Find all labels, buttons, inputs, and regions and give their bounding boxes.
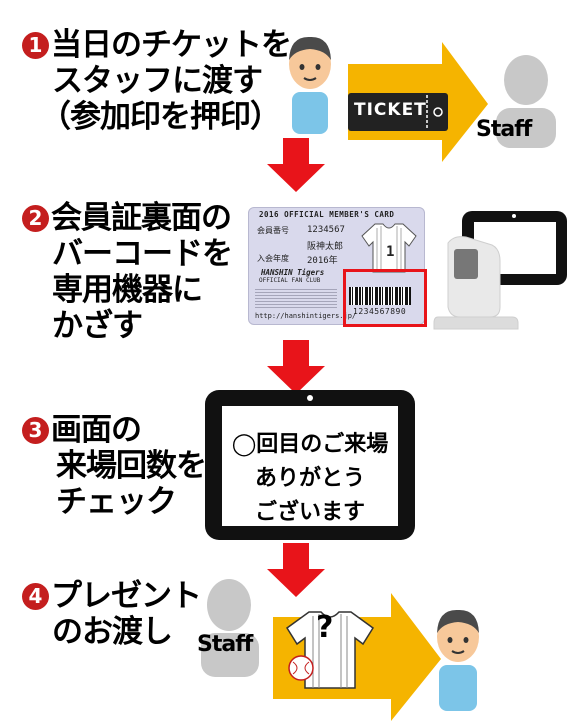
barcode-icon — [349, 287, 411, 305]
card-name: 阪神太郎 — [307, 242, 344, 252]
step-2-badge: 2 — [22, 204, 49, 232]
step-1-line-2: スタッフに渡す — [52, 63, 263, 99]
down-arrow-3 — [267, 543, 325, 597]
tablet-message: ◯回目のご来場 ありがとう ございます — [222, 428, 398, 530]
barcode-number: 1234567890 — [353, 307, 407, 316]
gift-question-mark: ? — [316, 610, 334, 645]
step-3-badge: 3 — [22, 416, 49, 444]
step-2-line-4: かざす — [52, 308, 143, 344]
step-1-badge: 1 — [22, 31, 49, 59]
staff-person-icon-2 — [201, 579, 259, 677]
step-2-line-2: バーコードを — [52, 236, 233, 272]
step-4-badge: 4 — [22, 582, 49, 610]
card-fine-print — [255, 289, 337, 309]
tablet-camera-icon — [307, 395, 313, 401]
visitor-person-icon-2 — [437, 609, 479, 711]
step-1-line-1: 当日のチケットを — [51, 27, 292, 63]
step-3-line-2: 来場回数を — [56, 448, 207, 484]
staff-label-top: Staff — [476, 117, 532, 142]
barcode-scanner-icon — [433, 211, 567, 330]
tablet-line-3: ございます — [254, 500, 365, 525]
member-card: 2016 OFFICIAL MEMBER'S CARD 会員番号 1234567… — [248, 207, 425, 325]
card-header: 2016 OFFICIAL MEMBER'S CARD — [259, 210, 395, 219]
tablet-device — [205, 390, 415, 540]
card-brand-line-2: OFFICIAL FAN CLUB — [259, 277, 321, 284]
step-4-line-1: プレゼント — [51, 578, 202, 614]
visitor-person-icon — [289, 36, 331, 134]
staff-person-icon — [496, 55, 556, 148]
tablet-screen — [222, 406, 398, 526]
step-4-line-2: のお渡し — [52, 614, 173, 650]
jersey-icon — [361, 223, 417, 273]
card-url: http://hanshintigers.jp/ — [255, 312, 357, 320]
step-3-line-1: 画面の — [51, 412, 142, 448]
ticket-icon — [348, 93, 448, 131]
jersey-number: 1 — [386, 244, 395, 260]
step-2-line-1: 会員証裏面の — [51, 200, 232, 236]
barcode-highlight-box — [343, 269, 427, 327]
card-join-year: 2016年 — [307, 256, 338, 266]
gift-jersey-icon — [285, 611, 375, 689]
card-join-label: 入会年度 — [257, 254, 289, 263]
card-member-no-label: 会員番号 — [257, 226, 289, 235]
card-brand-line-1: HANSHIN Tigers — [261, 268, 325, 277]
tablet-line-1: ◯回目のご来場 — [231, 432, 389, 457]
card-member-no: 1234567 — [307, 225, 345, 235]
down-arrow-2 — [267, 340, 325, 394]
ticket-label: TICKET — [354, 100, 427, 120]
down-arrow-1 — [267, 138, 325, 192]
step-3-line-3: チェック — [56, 484, 177, 520]
step-1-line-3: （参加印を押印） — [40, 99, 281, 135]
tablet-line-2: ありがとう — [254, 466, 365, 491]
step-2-line-3: 専用機器に — [52, 272, 203, 308]
staff-label-bottom: Staff — [197, 632, 253, 657]
